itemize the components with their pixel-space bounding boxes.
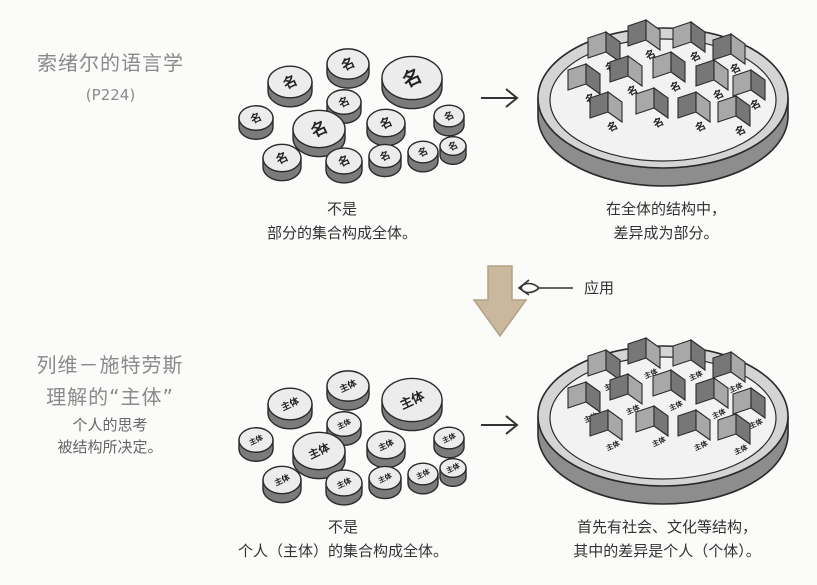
coin-token: 名 bbox=[262, 143, 302, 182]
apply-label: 应用 bbox=[584, 279, 615, 297]
tray-partition: 主体 bbox=[672, 338, 706, 383]
tray-partition: 名 bbox=[652, 50, 686, 95]
coin-token: 主体 bbox=[433, 426, 465, 459]
section1-left-caption: 不是 部分的集合构成全体。 bbox=[232, 197, 452, 245]
caption-line: 其中的差异是个人（个体）。 bbox=[573, 542, 761, 560]
section2-note-line1: 个人的思考 bbox=[72, 416, 148, 434]
section1-ref: (P224) bbox=[85, 86, 136, 104]
tray-partition: 主体 bbox=[717, 412, 751, 457]
coin-token: 名 bbox=[368, 143, 402, 178]
tray-partition: 名 bbox=[677, 90, 711, 135]
tray-partition: 名 bbox=[672, 20, 706, 65]
section2-left-caption: 不是 个人（主体）的集合构成全体。 bbox=[218, 515, 468, 563]
apply-pointer-icon bbox=[517, 279, 573, 296]
caption-line: 差异成为部分。 bbox=[613, 224, 719, 242]
coin-token: 名 bbox=[366, 108, 406, 147]
coin-label: 名 bbox=[274, 149, 291, 167]
coin-token: 名 bbox=[325, 147, 363, 184]
coin-label: 名 bbox=[249, 110, 264, 126]
coin-token: 主体 bbox=[407, 462, 439, 495]
tray-label: 名 bbox=[688, 49, 703, 65]
section2-title-line1: 列维－施特劳斯 bbox=[36, 353, 184, 377]
coin-token: 名 bbox=[292, 109, 346, 158]
coin-token: 主体 bbox=[292, 431, 346, 480]
caption-line: 不是 bbox=[327, 518, 358, 536]
coin-label: 名 bbox=[416, 145, 430, 160]
tray-partition: 名 bbox=[609, 54, 643, 99]
tray-partition: 名 bbox=[695, 58, 729, 103]
coin-label: 名 bbox=[337, 94, 352, 110]
coin-token: 主体 bbox=[238, 427, 274, 462]
right-arrow-icon bbox=[481, 415, 519, 435]
tray-partition: 名 bbox=[732, 68, 766, 113]
section1-title: 索绪尔的语言学 bbox=[37, 51, 184, 75]
tray-partition: 名 bbox=[712, 32, 746, 77]
coin-label: 名 bbox=[442, 109, 456, 124]
section2-right-caption: 首先有社会、文化等结构， 其中的差异是个人（个体）。 bbox=[536, 515, 798, 563]
coin-label: 名 bbox=[280, 72, 300, 93]
tray-label: 名 bbox=[733, 123, 748, 139]
coin-token: 主体 bbox=[366, 430, 406, 469]
coin-token: 名 bbox=[381, 55, 443, 110]
coin-pile-zhuti: 主体主体主体主体主体主体主体主体主体主体主体主体主体 bbox=[238, 370, 467, 506]
coin-label: 名 bbox=[378, 114, 395, 132]
section1-right-caption: 在全体的结构中， 差异成为部分。 bbox=[556, 197, 776, 245]
tray-partition: 名 bbox=[635, 86, 669, 131]
tray-label: 名 bbox=[728, 61, 743, 77]
tray-label: 名 bbox=[693, 119, 708, 135]
caption-line: 个人（主体）的集合构成全体。 bbox=[237, 542, 448, 560]
tray-partition: 名 bbox=[717, 94, 751, 139]
tray-label: 名 bbox=[651, 115, 666, 131]
section1-label: 索绪尔的语言学 (P224) bbox=[18, 50, 203, 106]
tray-label: 名 bbox=[668, 79, 683, 95]
coin-token: 名 bbox=[238, 105, 274, 140]
coin-token: 主体 bbox=[267, 387, 313, 430]
coin-label: 名 bbox=[308, 117, 331, 141]
coin-token: 名 bbox=[326, 48, 370, 89]
caption-line: 不是 bbox=[326, 200, 357, 218]
section2-note-line2: 被结构所决定。 bbox=[57, 438, 163, 456]
caption-line: 首先有社会、文化等结构， bbox=[576, 518, 757, 536]
coin-token: 主体 bbox=[262, 465, 302, 504]
coin-token: 名 bbox=[433, 104, 465, 137]
coin-token: 名 bbox=[267, 65, 313, 108]
coin-token: 主体 bbox=[325, 469, 363, 506]
coin-label: 名 bbox=[336, 152, 352, 169]
tray-label: 名 bbox=[711, 87, 726, 103]
coin-token: 主体 bbox=[368, 465, 402, 500]
coin-token: 名 bbox=[439, 135, 467, 166]
section2-label: 列维－施特劳斯 理解的“主体” 个人的思考 被结构所决定。 bbox=[15, 352, 205, 458]
coin-label: 名 bbox=[339, 55, 358, 75]
coin-token: 名 bbox=[407, 140, 439, 173]
right-arrow-icon bbox=[481, 88, 519, 108]
section2-title-line2: 理解的“主体” bbox=[46, 385, 174, 409]
tray-label: 名 bbox=[605, 119, 620, 135]
coin-token: 主体 bbox=[439, 457, 467, 488]
coin-token: 主体 bbox=[326, 370, 370, 411]
caption-line: 在全体的结构中， bbox=[605, 200, 726, 218]
tray-label: 名 bbox=[748, 97, 763, 113]
coin-token: 主体 bbox=[381, 377, 443, 432]
caption-line: 部分的集合构成全体。 bbox=[266, 224, 417, 242]
tray-partition: 名 bbox=[589, 90, 623, 135]
down-arrow-icon bbox=[472, 265, 528, 338]
coin-pile-ming: 名名名名名名名名名名名名名 bbox=[238, 48, 467, 184]
